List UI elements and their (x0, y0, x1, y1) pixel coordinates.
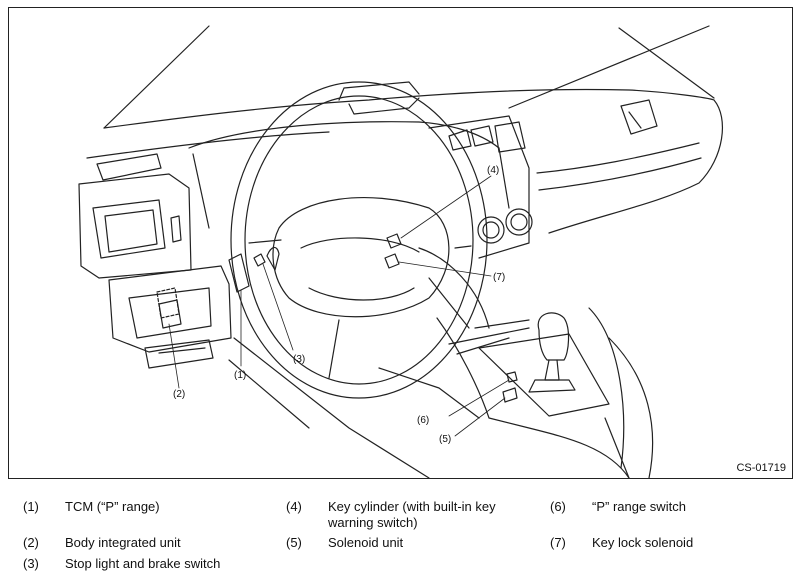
dashboard-right-side (548, 99, 723, 234)
seat-outline (588, 307, 625, 469)
legend-text: Solenoid unit (328, 535, 404, 550)
legend-number: (5) (286, 535, 302, 550)
leader-2 (168, 323, 180, 389)
steering-hub (272, 196, 450, 318)
cluster-hood (188, 121, 500, 149)
center-tunnel (436, 317, 630, 479)
callout-1: (1) (234, 370, 247, 381)
callout-5: (5) (439, 434, 452, 445)
legend-text: Key lock solenoid (592, 535, 694, 550)
leader-3 (262, 263, 294, 351)
key-lock-solenoid-shape (384, 253, 400, 269)
windshield-right-edge (508, 25, 710, 109)
legend-text: Key cylinder (with built-in key warning … (328, 499, 496, 530)
legend: (1) TCM (“P” range) (2) Body integrated … (0, 495, 804, 581)
legend-number: (2) (23, 535, 39, 550)
tcm-box (228, 253, 250, 293)
dashboard-illustration (78, 25, 723, 479)
hvac-knob-right (505, 208, 533, 236)
solenoid-unit-shape (502, 387, 518, 403)
steering-column (418, 247, 490, 329)
legend-number: (6) (550, 499, 566, 514)
leader-5 (454, 397, 506, 437)
gear-shift-knob (537, 312, 570, 361)
legend-text: Body integrated unit (65, 535, 181, 550)
a-pillar-right (618, 27, 715, 99)
right-vent (620, 99, 658, 135)
callout-2: (2) (173, 389, 186, 400)
figure-code: CS-01719 (736, 462, 786, 474)
steering-wheel-rim (230, 81, 488, 399)
leader-4 (400, 175, 492, 239)
leader-6 (448, 379, 510, 417)
windshield-left-edge (103, 25, 210, 129)
lower-left-console (108, 265, 232, 353)
center-top-vents (338, 81, 420, 101)
key-cylinder-shape (386, 233, 402, 249)
legend-number: (4) (286, 499, 302, 514)
callout-3: (3) (293, 354, 306, 365)
callout-4: (4) (487, 165, 500, 176)
legend-text: Stop light and brake switch (65, 556, 221, 571)
callout-7: (7) (493, 272, 506, 283)
legend-number: (1) (23, 499, 39, 514)
dashboard-lower-contour (86, 131, 330, 159)
legend-number: (7) (550, 535, 566, 550)
hvac-knob-left (477, 216, 505, 244)
legend-text: “P” range switch (592, 499, 686, 514)
p-range-switch-shape (506, 371, 518, 383)
dashboard-top-contour (103, 88, 715, 129)
legend-text: TCM (“P” range) (65, 499, 160, 514)
callout-6: (6) (417, 415, 430, 426)
legend-number: (3) (23, 556, 39, 571)
left-screen (92, 199, 166, 259)
brake-switch (253, 253, 266, 267)
figure-frame: (1) (2) (3) (4) (5) (6) (7) CS-01719 (8, 7, 793, 479)
leader-7 (398, 261, 492, 277)
left-upper-vent (96, 153, 162, 181)
center-stack (428, 115, 530, 259)
